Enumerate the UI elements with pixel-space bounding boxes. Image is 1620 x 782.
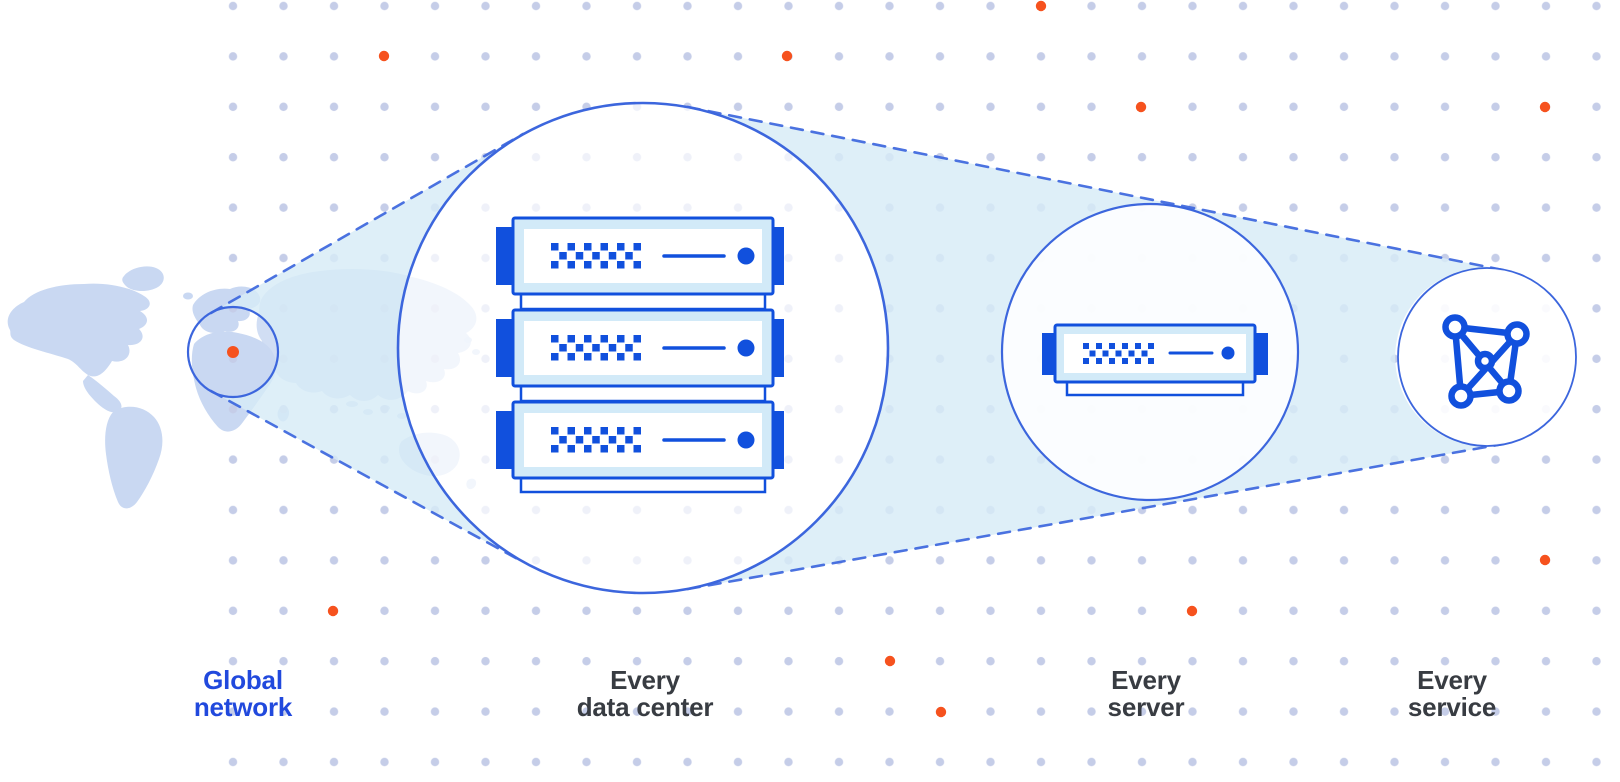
mesh-node (1442, 314, 1468, 340)
accent-dot (378, 50, 390, 62)
caption-global-network: Global network (193, 665, 293, 722)
mesh-node (1504, 321, 1530, 347)
dashed-line-top-left (209, 132, 525, 315)
rack-tray (519, 476, 767, 494)
caption-every-server: Every server (1107, 665, 1185, 722)
global-network-ring (186, 305, 280, 399)
led-matrix (1083, 343, 1154, 364)
central-america (83, 375, 122, 413)
rack-tray (519, 384, 767, 403)
server-unit (496, 308, 784, 388)
accent-dot (1035, 0, 1047, 12)
continent-south-america (105, 406, 163, 509)
dashed-zoom-lines (209, 105, 1505, 591)
zoom-beam-map-to-datacenter (211, 134, 523, 562)
accent-dot (327, 605, 339, 617)
island-uk (183, 292, 193, 300)
led-matrix (551, 335, 641, 361)
accent-dot (781, 50, 793, 62)
dashed-line-top-right (686, 105, 1505, 272)
network-mesh-icon (1442, 314, 1530, 409)
mesh-node (1496, 378, 1522, 404)
accent-dot (1539, 101, 1551, 113)
continent-greenland (122, 266, 164, 292)
server-ear-left (496, 227, 515, 285)
mesh-node (1448, 383, 1474, 409)
accent-dot (1186, 605, 1198, 617)
accent-dot (884, 655, 896, 667)
caption-every-service: Every service (1407, 665, 1497, 722)
accent-dots (227, 0, 1551, 718)
accent-dot (1135, 101, 1147, 113)
server-power-led (737, 247, 755, 265)
server-unit (496, 216, 784, 296)
location-marker-dot (227, 346, 239, 358)
caption-every-data-center: Every data center (576, 665, 714, 722)
accent-dot (1539, 554, 1551, 566)
server-power-led (737, 431, 755, 449)
server-rack-stack-icon (496, 216, 784, 494)
dashed-line-bottom-right (686, 442, 1505, 591)
accent-dot (935, 706, 947, 718)
server-ear-left (496, 411, 515, 469)
dashed-line-bottom-left (209, 389, 525, 564)
rack-tray (519, 292, 767, 311)
led-matrix (551, 427, 641, 453)
mesh-node-center (1474, 350, 1496, 372)
led-matrix (551, 243, 641, 269)
continent-north-america (7, 283, 150, 377)
server-unit-icon (1042, 323, 1268, 397)
server-ear-left (496, 319, 515, 377)
rack-tray (1065, 380, 1245, 397)
server-power-led (737, 339, 755, 357)
server-power-led (1221, 346, 1235, 360)
server-unit (496, 400, 784, 480)
